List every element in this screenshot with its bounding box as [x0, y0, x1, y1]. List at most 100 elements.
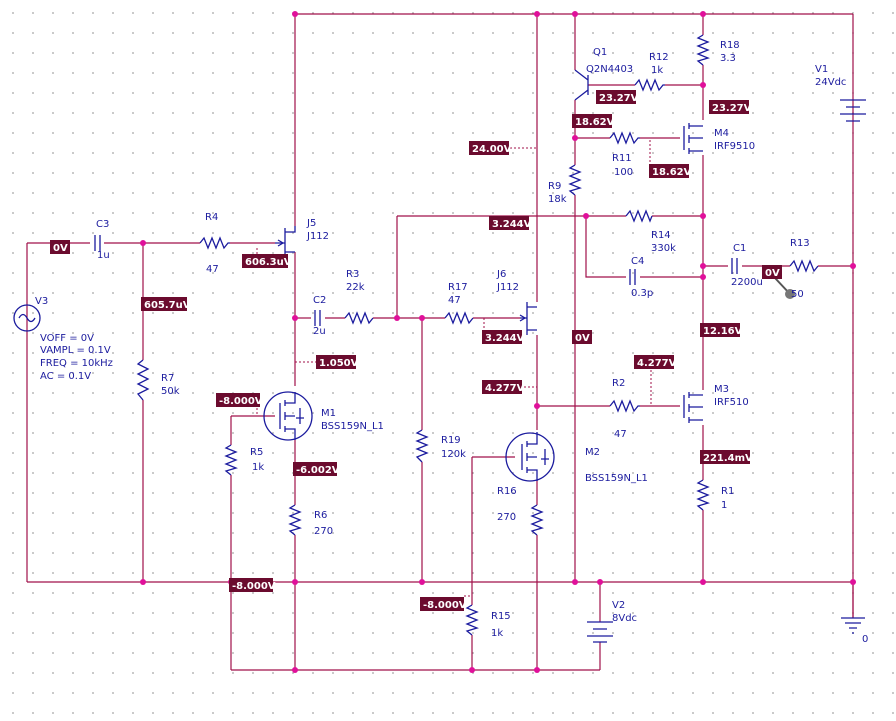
- voltage-marker: 4.277V: [482, 380, 525, 394]
- label-r9-ref: R9: [548, 181, 561, 192]
- mosfet-m1: [263, 391, 313, 441]
- svg-text:605.7uV: 605.7uV: [144, 300, 191, 311]
- label-r6-value: 270: [314, 526, 333, 537]
- label-r9-value: 18k: [548, 194, 567, 205]
- node-dot: [700, 579, 706, 585]
- svg-text:18.62V: 18.62V: [575, 117, 615, 128]
- svg-text:18.62V: 18.62V: [652, 167, 692, 178]
- resistor-r5: [224, 444, 238, 476]
- resistor-r1: [696, 479, 710, 511]
- label-r16-value: 270: [497, 512, 516, 523]
- node-dot: [572, 579, 578, 585]
- label-m4-ref: M4: [714, 128, 729, 139]
- label-r19-ref: R19: [441, 435, 461, 446]
- label-r5-ref: R5: [250, 447, 263, 458]
- mosfet-m4: [683, 123, 703, 154]
- label-v3-param-ac: AC = 0.1V: [40, 371, 91, 382]
- svg-text:1.050V: 1.050V: [319, 358, 359, 369]
- bjt-q1: [574, 69, 589, 101]
- component-labels: Q1 Q2N4403 R12 1k R18 3.3 V1 24Vdc M4 IR…: [35, 40, 868, 645]
- probe-lines: [256, 140, 652, 597]
- label-j5-value: J112: [306, 231, 329, 242]
- label-gnd-ref: 0: [862, 634, 868, 645]
- label-r3-ref: R3: [346, 269, 359, 280]
- node-dot: [140, 579, 146, 585]
- node-dot: [469, 667, 475, 673]
- node-dot: [572, 135, 578, 141]
- resistor-r4: [199, 236, 230, 250]
- label-r12-value: 1k: [651, 65, 663, 76]
- node-dot: [419, 315, 425, 321]
- resistor-r7: [136, 359, 150, 401]
- label-c1-ref: C1: [733, 243, 746, 254]
- v3-source: [13, 304, 41, 332]
- svg-text:0V: 0V: [765, 268, 780, 279]
- label-c4-value: 0.3p: [631, 288, 653, 299]
- label-m1-ref: M1: [321, 408, 336, 419]
- label-r17-value: 47: [448, 295, 461, 306]
- resistor-r18: [696, 34, 710, 66]
- voltage-marker: 0V: [50, 240, 70, 254]
- node-dot: [140, 240, 146, 246]
- label-r4-value: 47: [206, 264, 219, 275]
- wires: [26, 13, 854, 671]
- label-r12-ref: R12: [649, 52, 669, 63]
- capacitor-c1: [731, 258, 738, 274]
- voltage-marker: 12.16V: [700, 323, 743, 337]
- svg-text:606.3uV: 606.3uV: [245, 257, 292, 268]
- svg-text:0V: 0V: [53, 243, 68, 254]
- label-r18-value: 3.3: [720, 53, 736, 64]
- label-r3-value: 22k: [346, 282, 365, 293]
- label-r15-ref: R15: [491, 611, 511, 622]
- svg-text:-8.000V: -8.000V: [219, 396, 263, 407]
- resistors: [136, 34, 819, 636]
- label-r2-ref: R2: [612, 378, 625, 389]
- label-v3-param-freq: FREQ = 10kHz: [40, 358, 113, 369]
- label-r5-value: 1k: [252, 462, 264, 473]
- resistor-r15: [465, 604, 479, 636]
- label-v3-ref: V3: [35, 296, 48, 307]
- svg-text:23.27V: 23.27V: [712, 103, 752, 114]
- label-m4-value: IRF9510: [714, 141, 755, 152]
- label-m3-ref: M3: [714, 384, 729, 395]
- label-r18-ref: R18: [720, 40, 740, 51]
- label-m3-value: IRF510: [714, 397, 749, 408]
- svg-text:-8.000V: -8.000V: [423, 600, 467, 611]
- label-m1-value: BSS159N_L1: [321, 421, 384, 432]
- voltage-marker: 1.050V: [316, 355, 359, 369]
- resistor-r16: [530, 504, 544, 536]
- label-r1-ref: R1: [721, 486, 734, 497]
- node-dot: [419, 579, 425, 585]
- ground-symbol: [841, 617, 865, 634]
- resistor-r11: [609, 131, 640, 145]
- node-dot: [700, 213, 706, 219]
- label-c4-ref: C4: [631, 256, 644, 267]
- svg-text:12.16V: 12.16V: [703, 326, 743, 337]
- label-v2-ref: V2: [612, 600, 625, 611]
- label-r11-value: 100: [614, 167, 633, 178]
- node-dot: [850, 579, 856, 585]
- capacitor-c4: [629, 269, 636, 285]
- node-dot: [583, 213, 589, 219]
- resistor-r13: [789, 259, 819, 273]
- label-j6-ref: J6: [496, 269, 506, 280]
- voltage-marker: 3.244V: [482, 330, 525, 344]
- label-v1-value: 24Vdc: [815, 77, 846, 88]
- node-dot: [292, 11, 298, 17]
- svg-text:-8.000V: -8.000V: [232, 581, 276, 592]
- label-c3-value: 1u: [97, 250, 110, 261]
- label-r4-ref: R4: [205, 212, 218, 223]
- voltage-marker: 0V: [762, 265, 782, 279]
- label-r14-ref: R14: [651, 230, 671, 241]
- voltage-markers: 0V 605.7uV 606.3uV 1.050V -8.000V -6.002…: [50, 90, 782, 611]
- label-r1-value: 1: [721, 500, 727, 511]
- label-v1-ref: V1: [815, 64, 828, 75]
- svg-text:23.27V: 23.27V: [599, 93, 639, 104]
- resistor-r9: [568, 164, 582, 196]
- label-r11-ref: R11: [612, 153, 632, 164]
- voltage-marker: 23.27V: [596, 90, 639, 104]
- label-r7-ref: R7: [161, 373, 174, 384]
- jfet-j5: [275, 226, 296, 258]
